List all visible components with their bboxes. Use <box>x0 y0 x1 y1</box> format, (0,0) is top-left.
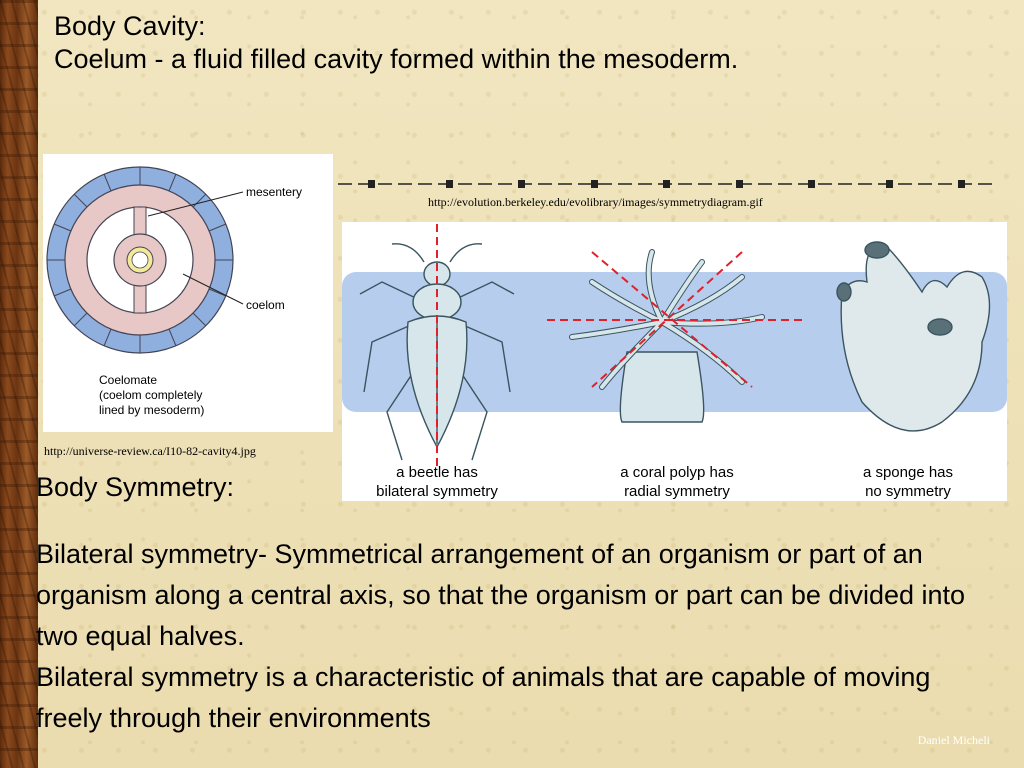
caption-beetle-1: a beetle has <box>396 464 478 481</box>
caption-coral-2: radial symmetry <box>624 483 730 500</box>
section-heading-symmetry: Body Symmetry: <box>36 472 235 502</box>
label-mesentery: mesentery <box>246 185 302 199</box>
caption-beetle-2: bilateral symmetry <box>376 483 498 500</box>
caption-coelomate: Coelomate <box>99 373 157 387</box>
symmetry-diagram-image: a beetle has bilateral symmetry a coral … <box>342 222 1007 501</box>
sponge-illustration <box>836 241 991 432</box>
caption-coelom-line: (coelom completely <box>99 388 202 402</box>
symmetry-paragraph: Bilateral symmetry- Symmetrical arrangem… <box>36 534 986 739</box>
source-symmetry-url: http://evolution.berkeley.edu/evolibrary… <box>428 195 763 209</box>
label-coelom: coelom <box>246 298 285 312</box>
heading-line-2: Coelum - a fluid filled cavity formed wi… <box>54 44 739 74</box>
coelom-diagram-image: mesentery coelom Coelomate (coelom compl… <box>43 154 333 432</box>
decorative-dashed-line <box>338 180 993 188</box>
wood-border <box>0 0 38 768</box>
caption-coral-1: a coral polyp has <box>620 464 733 481</box>
footer-author: Daniel Micheli <box>917 733 990 747</box>
beetle-illustration <box>359 243 515 461</box>
caption-mesoderm-line: lined by mesoderm) <box>99 403 204 417</box>
paragraph-definition: Bilateral symmetry- Symmetrical arrangem… <box>36 539 966 651</box>
heading-line-1: Body Cavity: <box>54 11 206 41</box>
source-cavity-url: http://universe-review.ca/I10-82-cavity4… <box>44 444 256 458</box>
caption-sponge-1: a sponge has <box>863 464 953 481</box>
slide-heading: Body Cavity: Coelum - a fluid filled cav… <box>54 10 738 76</box>
caption-sponge-2: no symmetry <box>865 483 951 500</box>
paragraph-characteristic: Bilateral symmetry is a characteristic o… <box>36 662 931 733</box>
